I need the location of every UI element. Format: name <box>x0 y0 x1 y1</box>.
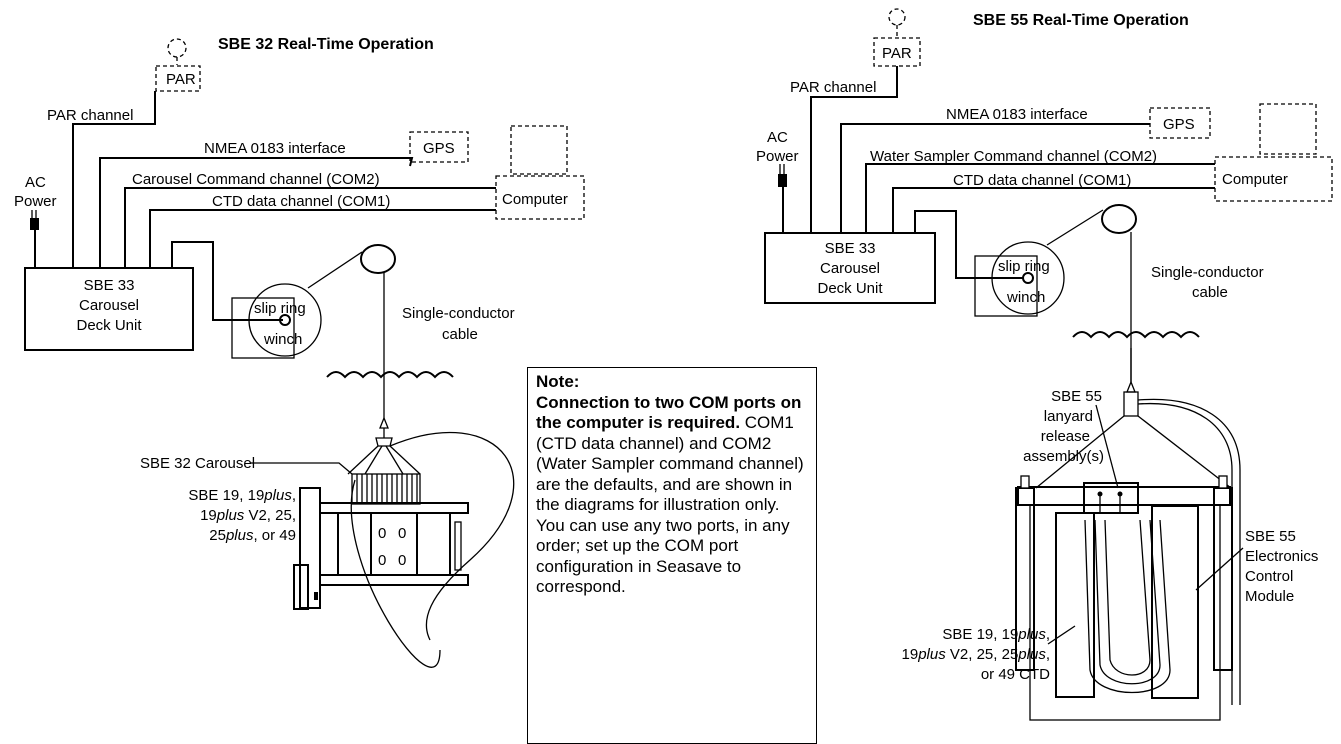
sbe55-title: SBE 55 Real-Time Operation <box>973 12 1189 29</box>
lanyard-release <box>1083 482 1139 514</box>
cable-line2: cable <box>442 326 478 343</box>
lanyard-line4: assembly(s) <box>1023 448 1104 465</box>
winch-drum <box>248 283 322 357</box>
deck-unit-2-line1: SBE 33 <box>825 240 876 257</box>
note-body-text: COM1 (CTD data channel) and COM2 (Water … <box>536 413 804 596</box>
ctd-instrument <box>299 487 321 609</box>
computer-box <box>495 175 585 220</box>
cable-2-line1: Single-conductor <box>1151 264 1264 281</box>
gps-label-2: GPS <box>1163 116 1195 133</box>
deck-unit-box-2 <box>764 232 936 304</box>
computer-label-2: Computer <box>1222 171 1288 188</box>
nmea-label: NMEA 0183 interface <box>204 140 346 157</box>
par-box-2 <box>873 37 921 67</box>
sbe32-title: SBE 32 Real-Time Operation <box>218 36 434 53</box>
winch-frame <box>231 297 295 359</box>
note-bold-text: Connection to two COM ports on the compu… <box>536 392 802 433</box>
computer-box-2 <box>1214 156 1333 202</box>
sampler-frame <box>1029 504 1221 721</box>
ac-label: AC <box>25 174 46 191</box>
ctd2-label-line2: 19plus V2, 25, 25plus, <box>902 646 1050 663</box>
deck-unit-2-line3: Deck Unit <box>817 280 883 297</box>
winch-drum-2 <box>991 241 1065 315</box>
carousel-command-label: Carousel Command channel (COM2) <box>132 171 380 188</box>
latch-4: 0 <box>398 552 406 569</box>
sampler-top-ring <box>1017 486 1231 506</box>
ws-command-label: Water Sampler Command channel (COM2) <box>870 148 1157 165</box>
carousel-body <box>337 512 451 576</box>
deck-unit-line2: Carousel <box>79 297 139 314</box>
ecm-line4: Module <box>1245 588 1294 605</box>
ecm-line2: Electronics <box>1245 548 1318 565</box>
computer-monitor-2 <box>1259 103 1317 155</box>
gps-label: GPS <box>423 140 455 157</box>
sheave-icon-2 <box>1101 204 1137 234</box>
gps-box-2 <box>1149 107 1211 139</box>
ctd-label-line2: 19plus V2, 25, <box>200 507 296 524</box>
ctd-data-label-2: CTD data channel (COM1) <box>953 172 1131 189</box>
lanyard-line3: release <box>1041 428 1090 445</box>
slip-ring-label-2: slip ring <box>998 258 1050 275</box>
ctd-label-line3: 25plus, or 49 <box>209 527 296 544</box>
latch-1: 0 <box>378 525 386 542</box>
ecm-line3: Control <box>1245 568 1293 585</box>
plug-icon-2 <box>778 174 787 187</box>
par-sensor-icon-2 <box>888 8 906 26</box>
ecm-line1: SBE 55 <box>1245 528 1296 545</box>
sheave-icon <box>360 244 396 274</box>
par-sensor-icon <box>167 38 187 58</box>
sbe32-diagram: SBE 32 Real-Time Operation PAR PAR chann… <box>14 36 585 668</box>
par-channel-label: PAR channel <box>47 107 133 124</box>
winch-label: winch <box>263 331 302 348</box>
deck-unit-box <box>24 267 194 351</box>
electronics-module <box>1151 505 1199 699</box>
cable-line1: Single-conductor <box>402 305 515 322</box>
ctd-sensor <box>293 564 309 610</box>
ac-label-2: AC <box>767 129 788 146</box>
note-box: Note: Connection to two COM ports on the… <box>527 367 817 744</box>
water-surface <box>326 371 454 379</box>
gps-box <box>409 131 469 163</box>
lanyard-line1: SBE 55 <box>1051 388 1102 405</box>
par-box <box>155 65 201 92</box>
carousel-latches <box>370 512 418 576</box>
winch-frame-2 <box>974 255 1038 317</box>
ctd-instrument-2 <box>1055 512 1095 698</box>
sampler-post-right <box>1213 487 1233 671</box>
par-label: PAR <box>166 71 196 88</box>
computer-label: Computer <box>502 191 568 208</box>
power-label-2: Power <box>756 148 799 165</box>
cable-2-line2: cable <box>1192 284 1228 301</box>
ctd-data-label: CTD data channel (COM1) <box>212 193 390 210</box>
ctd2-label-line3: or 49 CTD <box>981 666 1050 683</box>
par-channel-label-2: PAR channel <box>790 79 876 96</box>
sbe55-diagram: SBE 55 Real-Time Operation PAR PAR chann… <box>756 8 1333 721</box>
water-surface-2 <box>1072 331 1200 339</box>
note-heading: Note: <box>536 372 580 391</box>
plug-icon <box>30 218 39 230</box>
deck-unit-line3: Deck Unit <box>76 317 142 334</box>
latch-2: 0 <box>398 525 406 542</box>
ctd2-label-line1: SBE 19, 19plus, <box>942 626 1050 643</box>
deck-unit-2-line2: Carousel <box>820 260 880 277</box>
par-label-2: PAR <box>882 45 912 62</box>
latch-3: 0 <box>378 552 386 569</box>
power-label: Power <box>14 193 57 210</box>
computer-monitor <box>510 125 568 175</box>
winch-label-2: winch <box>1006 289 1045 306</box>
lanyard-line2: lanyard <box>1044 408 1093 425</box>
slip-ring-label: slip ring <box>254 300 306 317</box>
ctd-label-line1: SBE 19, 19plus, <box>188 487 296 504</box>
deck-unit-line1: SBE 33 <box>84 277 135 294</box>
nmea-label-2: NMEA 0183 interface <box>946 106 1088 123</box>
carousel-label: SBE 32 Carousel <box>140 455 255 472</box>
